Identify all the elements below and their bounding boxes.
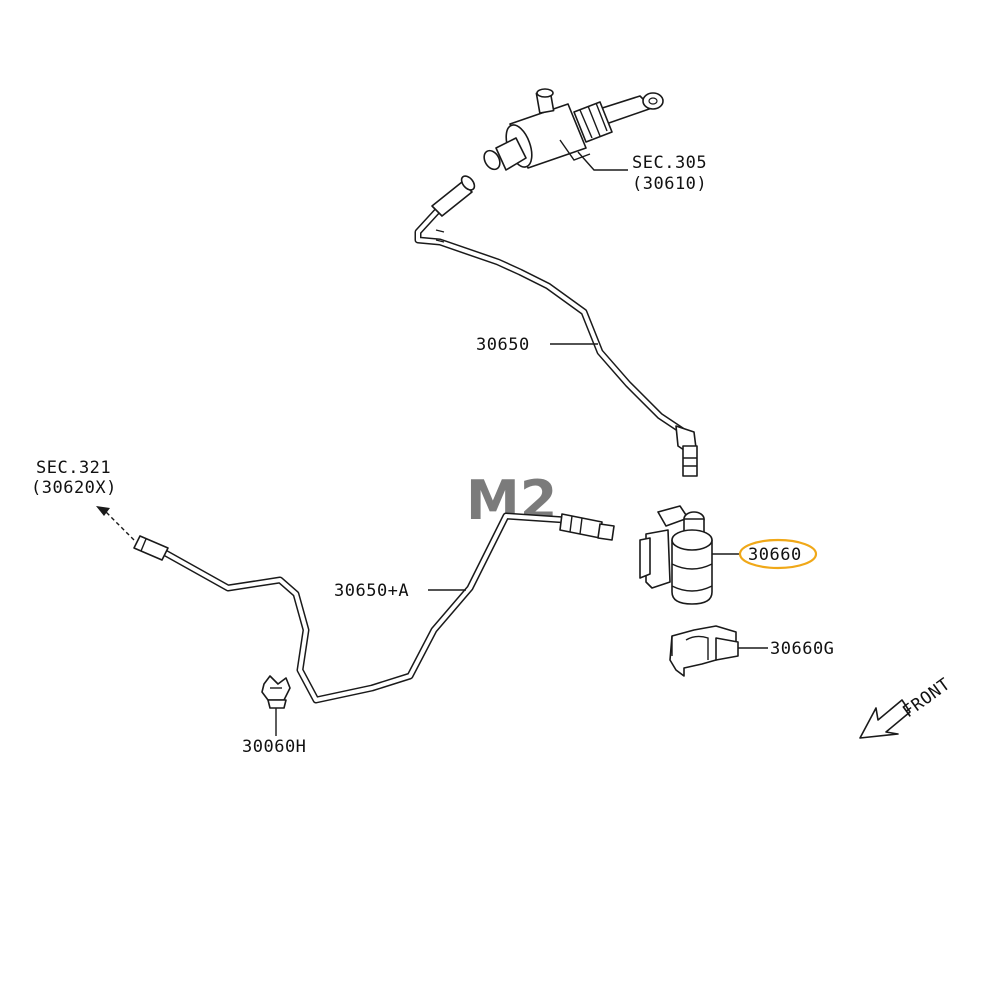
clip-label: 30060H: [242, 737, 306, 757]
master-cylinder: [483, 88, 664, 171]
damper-highlight: [738, 538, 818, 570]
tube-lower-label: 30650+A: [334, 581, 409, 601]
tube-upper-label: 30650: [476, 335, 530, 355]
tube-clip: [261, 675, 291, 709]
bracket-label: 30660G: [770, 639, 834, 659]
damper-label: 30660: [748, 545, 802, 565]
leader-sec305: [577, 151, 628, 171]
clutch-tube-upper: [414, 175, 698, 477]
front-label: FRONT: [899, 674, 954, 722]
sec321-ref-label: (30620X): [31, 478, 117, 498]
sec305-label: SEC.305: [632, 153, 707, 173]
clutch-tube-lower: [133, 512, 615, 704]
sec321-label: SEC.321: [36, 458, 111, 478]
watermark: M2: [466, 469, 557, 532]
sec305-ref-label: (30610): [632, 174, 707, 194]
damper-bracket: [669, 625, 739, 677]
sec321-arrow: [96, 506, 135, 541]
watermark-text: M2: [466, 469, 557, 532]
clutch-damper: [639, 505, 713, 605]
front-arrow: FRONT: [859, 674, 954, 739]
